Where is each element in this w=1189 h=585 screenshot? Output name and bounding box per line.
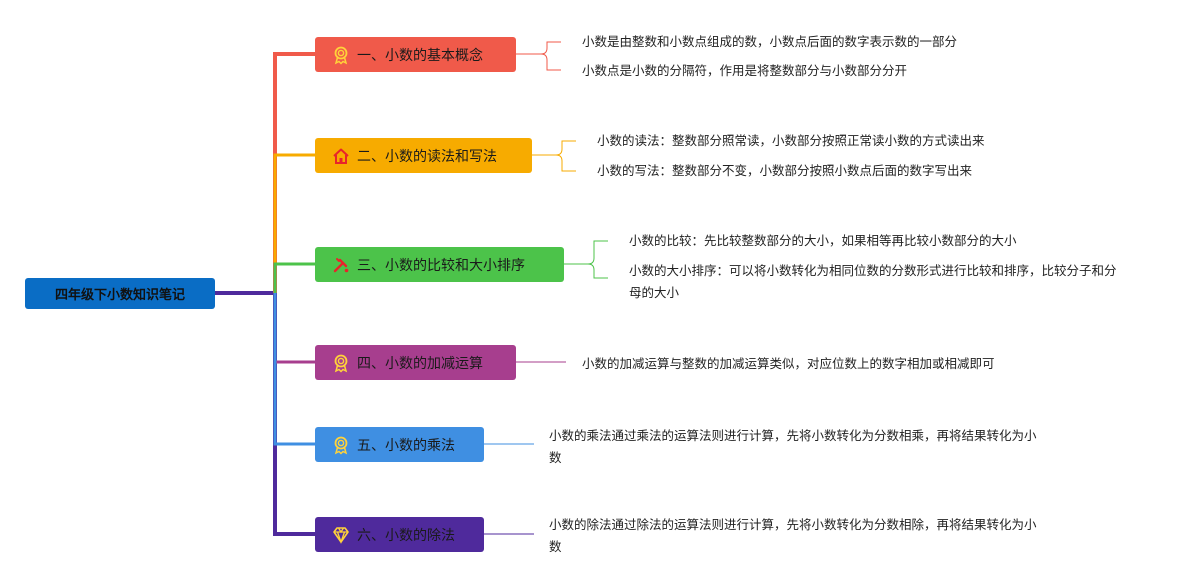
- award-ribbon-icon: [331, 435, 351, 455]
- branch-add-subtract[interactable]: 四、小数的加减运算: [315, 345, 516, 380]
- root-topic[interactable]: 四年级下小数知识笔记: [25, 278, 215, 309]
- branch-label: 四、小数的加减运算: [357, 355, 483, 372]
- leaf-text: 小数点是小数的分隔符，作用是将整数部分与小数部分分开: [582, 63, 908, 78]
- leaf-text: 小数的加减运算与整数的加减运算类似，对应位数上的数字相加或相减即可: [582, 356, 995, 371]
- branch-multiplication[interactable]: 五、小数的乘法: [315, 427, 484, 462]
- connector-trunk: [215, 291, 315, 536]
- branch-label: 六、小数的除法: [357, 527, 455, 544]
- connector-leaf: [587, 240, 608, 265]
- connector-leaf: [540, 41, 561, 55]
- root-topic-label: 四年级下小数知识笔记: [54, 288, 185, 303]
- award-ribbon-icon: [331, 45, 351, 65]
- leaf-text: 小数的大小排序：可以将小数转化为相同位数的分数形式进行比较和排序，比较分子和分母…: [629, 263, 1117, 300]
- connector-leaf: [540, 53, 561, 71]
- connector-branch: [273, 293, 315, 364]
- branch-compare-sort[interactable]: 三、小数的比较和大小排序: [315, 247, 564, 282]
- connector-leaf: [555, 140, 576, 156]
- connector-leaf: [555, 154, 576, 172]
- branch-label: 五、小数的乘法: [357, 437, 455, 454]
- branch-label: 一、小数的基本概念: [357, 47, 483, 64]
- branch-label: 三、小数的比较和大小排序: [357, 257, 525, 274]
- award-ribbon-icon: [331, 353, 351, 373]
- branch-division[interactable]: 六、小数的除法: [315, 517, 484, 552]
- connector-branch: [273, 293, 315, 446]
- branch-label: 二、小数的读法和写法: [357, 148, 497, 165]
- leaf-text: 小数的读法：整数部分照常读，小数部分按照正常读小数的方式读出来: [597, 133, 985, 148]
- diamond-icon: [331, 525, 351, 545]
- branch-basic-concept[interactable]: 一、小数的基本概念: [315, 37, 516, 72]
- house-icon: [331, 146, 351, 166]
- leaf-text: 小数的乘法通过乘法的运算法则进行计算，先将小数转化为分数相乘，再将结果转化为小数: [549, 428, 1037, 465]
- connector-branch: [273, 153, 315, 293]
- connector-branch: [273, 52, 315, 293]
- leaf-text: 小数是由整数和小数点组成的数，小数点后面的数字表示数的一部分: [582, 34, 958, 49]
- tools-icon: [331, 255, 351, 275]
- branch-read-write[interactable]: 二、小数的读法和写法: [315, 138, 532, 173]
- connector-leaf: [587, 263, 608, 279]
- leaf-text: 小数的写法：整数部分不变，小数部分按照小数点后面的数字写出来: [597, 163, 973, 178]
- leaf-text: 小数的比较：先比较整数部分的大小，如果相等再比较小数部分的大小: [629, 233, 1017, 248]
- leaf-text: 小数的除法通过除法的运算法则进行计算，先将小数转化为分数相除，再将结果转化为小数: [549, 517, 1037, 554]
- connector-branch: [273, 262, 315, 293]
